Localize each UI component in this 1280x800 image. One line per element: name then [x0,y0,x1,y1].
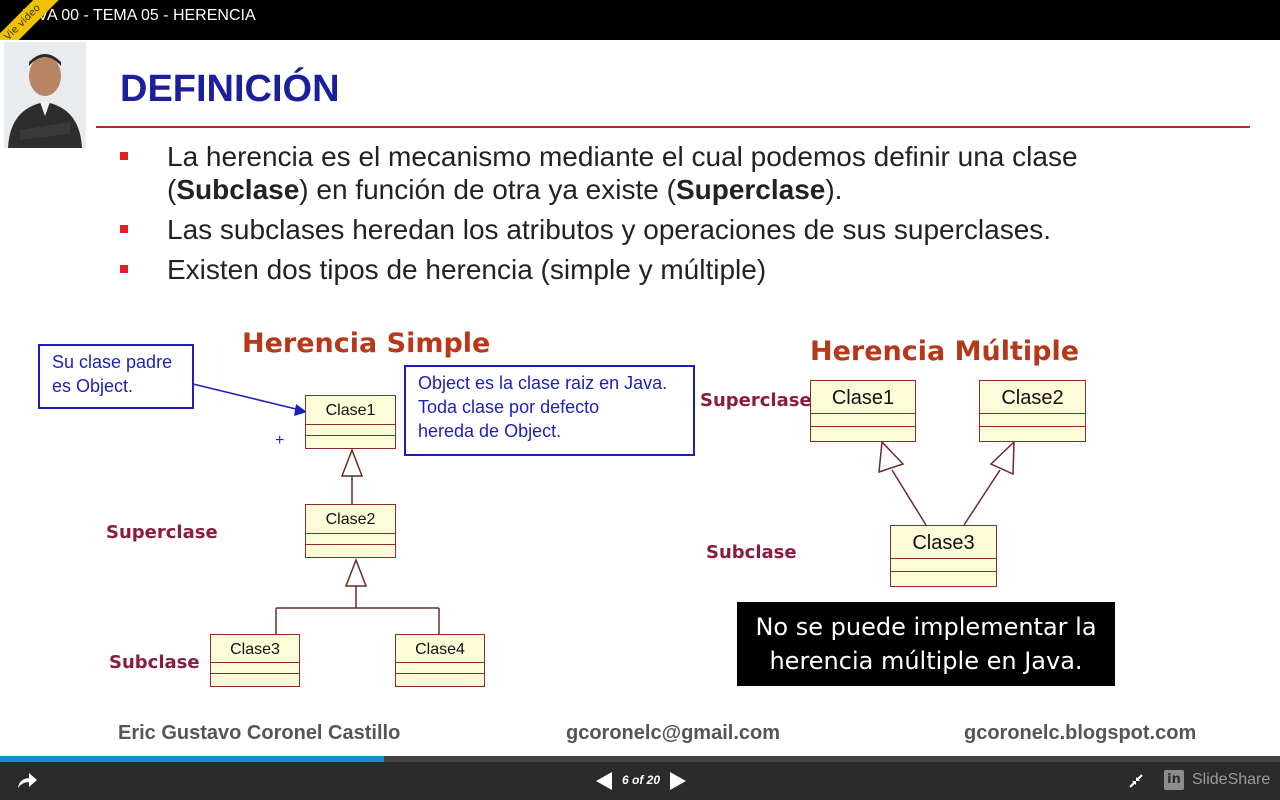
label-subclase: Subclase [706,542,797,563]
uml-class-name: Clase1 [811,381,915,414]
uml-class-name: Clase4 [396,635,484,664]
bullet-marker [120,152,128,160]
bullet-item: Existen dos tipos de herencia (simple y … [120,253,1220,286]
slide-progress-bar[interactable] [0,756,1280,762]
label-superclase: Superclase [700,390,812,411]
note-no-multiple-inheritance: No se puede implementar la herencia múlt… [737,602,1115,686]
exit-fullscreen-icon[interactable] [1128,773,1144,789]
uml-class-name: Clase1 [306,396,395,425]
callout-text: hereda de Object. [418,421,562,441]
slide-progress-fill [0,756,384,762]
brand-name: SlideShare [1192,771,1271,788]
callout-text: Object es la clase raiz en Java. [418,373,668,393]
author-avatar [4,42,86,148]
bullet-text: Las subclases heredan los atributos y op… [167,214,1052,245]
footer-email: gcoronelc@gmail.com [566,722,780,744]
bullet-item: La herencia es el mecanismo mediante el … [120,140,1220,206]
uml-class-box: Clase2 [305,504,396,558]
heading-multiple-inheritance: Herencia Múltiple [810,336,1080,367]
window-title-bar: JAVA 00 - TEMA 05 - HERENCIA [0,0,1280,40]
uml-class-name: Clase3 [211,635,299,664]
player-controls-bar: 6 of 20 in SlideShare [0,762,1280,800]
label-superclase: Superclase [106,522,218,543]
page-counter: 6 of 20 [622,773,661,787]
label-subclase: Subclase [109,652,200,673]
callout-text: Toda clase por defecto [418,397,600,417]
slide-title: DEFINICIÓN [120,68,340,110]
uml-class-box: Clase3 [210,634,300,687]
footer-author: Eric Gustavo Coronel Castillo [118,722,401,744]
bullet-text: La herencia es el mecanismo mediante el … [167,141,1078,205]
heading-simple-inheritance: Herencia Simple [242,328,491,359]
share-icon[interactable] [14,768,40,794]
uml-class-name: Clase2 [980,381,1085,414]
bullet-text: ). [825,174,843,205]
presentation-title: JAVA 00 - TEMA 05 - HERENCIA [20,7,256,24]
bullet-text: ) en función de otra ya existe ( [299,174,676,205]
slide-canvas: DEFINICIÓN La herencia es el mecanismo m… [0,40,1280,756]
title-divider [96,126,1250,128]
bullet-text: Existen dos tipos de herencia (simple y … [167,254,767,285]
next-slide-button[interactable] [668,771,688,791]
uml-class-name: Clase3 [891,526,996,559]
uml-class-box: Clase1 [810,380,916,442]
uml-class-box: Clase3 [890,525,997,587]
linkedin-icon: in [1164,770,1184,790]
callout-text: es Object. [52,376,134,396]
uml-class-box: Clase4 [395,634,485,687]
note-text: herencia múltiple en Java. [769,647,1083,675]
footer-blog: gcoronelc.blogspot.com [964,722,1197,744]
bullet-list: La herencia es el mecanismo mediante el … [120,140,1220,293]
uml-class-box: Clase2 [979,380,1086,442]
uml-class-box: Clase1 [305,395,396,449]
plus-sign: + [275,432,285,449]
uml-class-name: Clase2 [306,505,395,534]
bullet-marker [120,225,128,233]
callout-object-root: Object es la clase raiz en Java. Toda cl… [404,365,695,456]
previous-slide-button[interactable] [594,771,614,791]
callout-text: Su clase padre [52,352,173,372]
callout-parent-class: Su clase padre es Object. [38,344,194,409]
bullet-item: Las subclases heredan los atributos y op… [120,213,1220,246]
bullet-bold-superclase: Superclase [675,174,826,205]
note-text: No se puede implementar la [755,613,1097,641]
bullet-bold-subclase: Subclase [176,174,300,205]
diagram-connectors [192,383,1015,634]
bullet-marker [120,265,128,273]
